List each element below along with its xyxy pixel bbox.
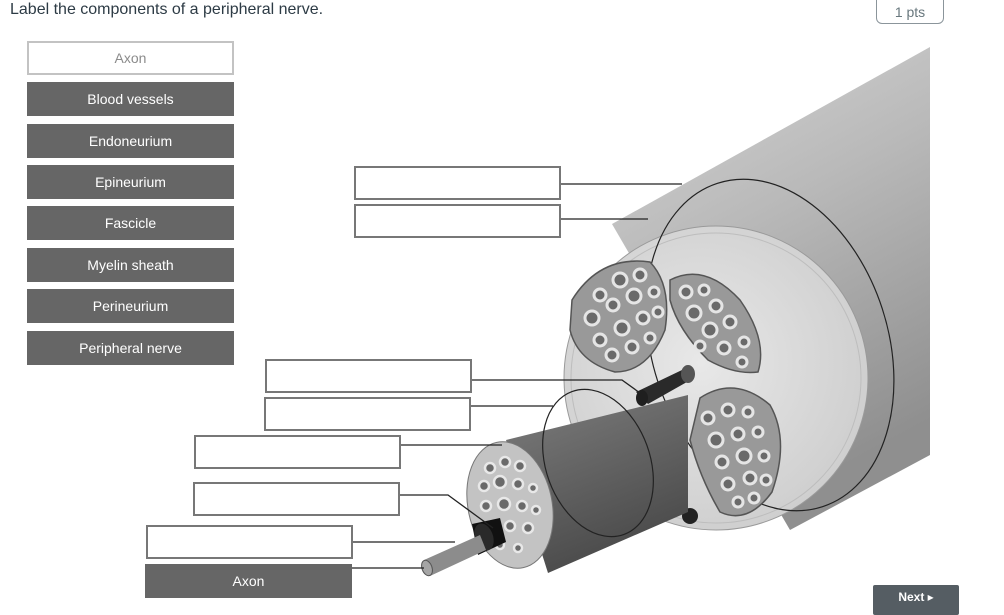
- drop-target-6[interactable]: [193, 482, 400, 516]
- next-button[interactable]: Next ▸: [873, 585, 959, 615]
- points-badge: 1 pts: [876, 0, 944, 24]
- word-bank-myelin-sheath[interactable]: Myelin sheath: [27, 248, 234, 282]
- word-bank-perineurium[interactable]: Perineurium: [27, 289, 234, 323]
- blood-vessel: [636, 365, 695, 406]
- drop-target-2[interactable]: [354, 204, 561, 238]
- drop-target-4[interactable]: [264, 397, 471, 431]
- drop-target-3[interactable]: [265, 359, 472, 393]
- drop-target-axon[interactable]: Axon: [145, 564, 352, 598]
- question-prompt: Label the components of a peripheral ner…: [10, 1, 324, 18]
- leader-lines: [352, 183, 682, 569]
- drop-target-7[interactable]: [146, 525, 353, 559]
- word-bank-fascicle[interactable]: Fascicle: [27, 206, 234, 240]
- drop-target-5[interactable]: [194, 435, 401, 469]
- drop-target-1[interactable]: [354, 166, 561, 200]
- word-bank-axon[interactable]: Axon: [27, 41, 234, 75]
- fascicle-axons: [583, 267, 773, 509]
- peripheral-nerve-illustration: [352, 47, 930, 577]
- word-bank-endoneurium[interactable]: Endoneurium: [27, 124, 234, 158]
- word-bank-blood-vessels[interactable]: Blood vessels: [27, 82, 234, 116]
- word-bank-epineurium[interactable]: Epineurium: [27, 165, 234, 199]
- word-bank-peripheral-nerve[interactable]: Peripheral nerve: [27, 331, 234, 365]
- axon-core: [424, 535, 486, 576]
